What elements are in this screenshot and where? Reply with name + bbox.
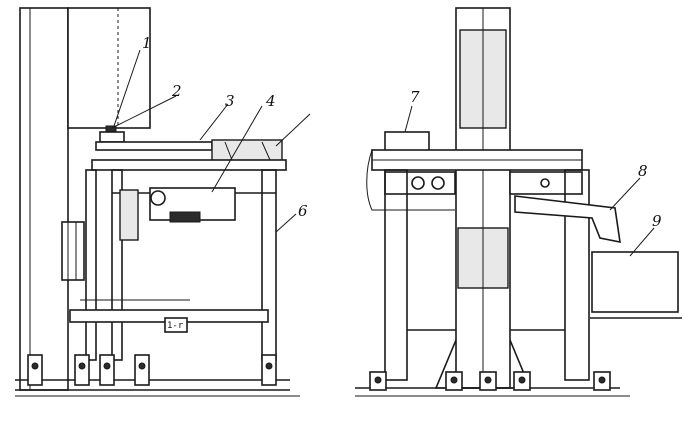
left-side-view: 1-r 1 2 3 4 6: [15, 7, 311, 397]
label-6: 6: [298, 202, 308, 220]
chuck: [99, 131, 125, 143]
right-front-view: 7 8 9: [355, 7, 682, 397]
label-2: 2: [171, 82, 182, 100]
panel-small-text: 1-r: [167, 321, 184, 331]
tall-column: [19, 7, 69, 391]
label-1: 1: [142, 34, 152, 52]
table-top: [91, 159, 287, 171]
label-3: 3: [225, 92, 235, 110]
workpiece-plate: [95, 141, 213, 151]
chute: [514, 195, 621, 244]
fixture-block: [211, 139, 283, 163]
label-8: 8: [638, 162, 648, 180]
label-4: 4: [265, 92, 276, 110]
label-9: 9: [652, 212, 662, 230]
motor-housing: [67, 7, 151, 129]
label-7: 7: [410, 88, 420, 106]
collection-bin: [591, 251, 679, 313]
